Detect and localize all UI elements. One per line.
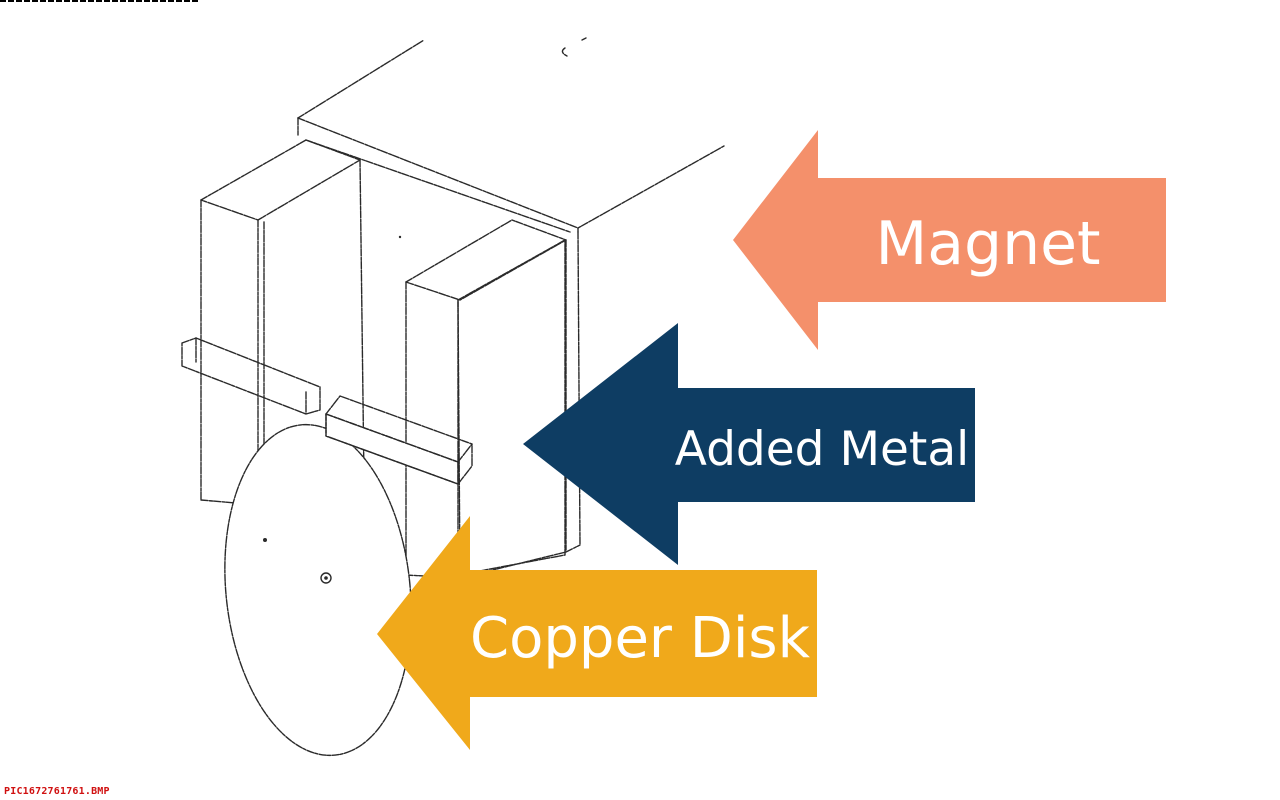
top-box-top-edge — [297, 39, 425, 119]
right-bar — [325, 395, 473, 485]
right-block-front-face — [457, 239, 566, 576]
magnet-apparatus-drawing — [181, 37, 725, 757]
copper-disk-label: Copper Disk — [470, 606, 811, 671]
added-metal-arrow-shape — [523, 323, 975, 565]
top-box-mark — [561, 37, 587, 57]
right-block-outer — [577, 231, 581, 546]
right-bar-top-front — [325, 413, 459, 463]
left-bar — [181, 337, 321, 415]
magnet-arrow-shape — [733, 130, 1166, 350]
right-block-base-2 — [565, 544, 581, 553]
right-bar-corner — [457, 443, 473, 463]
sketch-dot — [398, 235, 402, 239]
magnet-arrow: Magnet — [733, 130, 1166, 350]
top-edge-artifact — [0, 0, 200, 2]
center-plate-top — [305, 139, 571, 233]
left-block-top — [200, 139, 361, 221]
copper-disk-arrow-shape — [377, 516, 817, 750]
copper-disk-outline — [224, 423, 412, 757]
disk-hub — [320, 572, 332, 584]
magnet-label: Magnet — [875, 209, 1100, 279]
disk-hub-inner — [324, 576, 328, 580]
added-metal-label: Added Metal — [675, 422, 969, 477]
file-caption: PIC1672761761.BMP — [4, 786, 110, 797]
disk-dot — [263, 538, 267, 542]
added-metal-arrow: Added Metal — [523, 323, 975, 565]
copper-disk-arrow: Copper Disk — [377, 516, 817, 750]
